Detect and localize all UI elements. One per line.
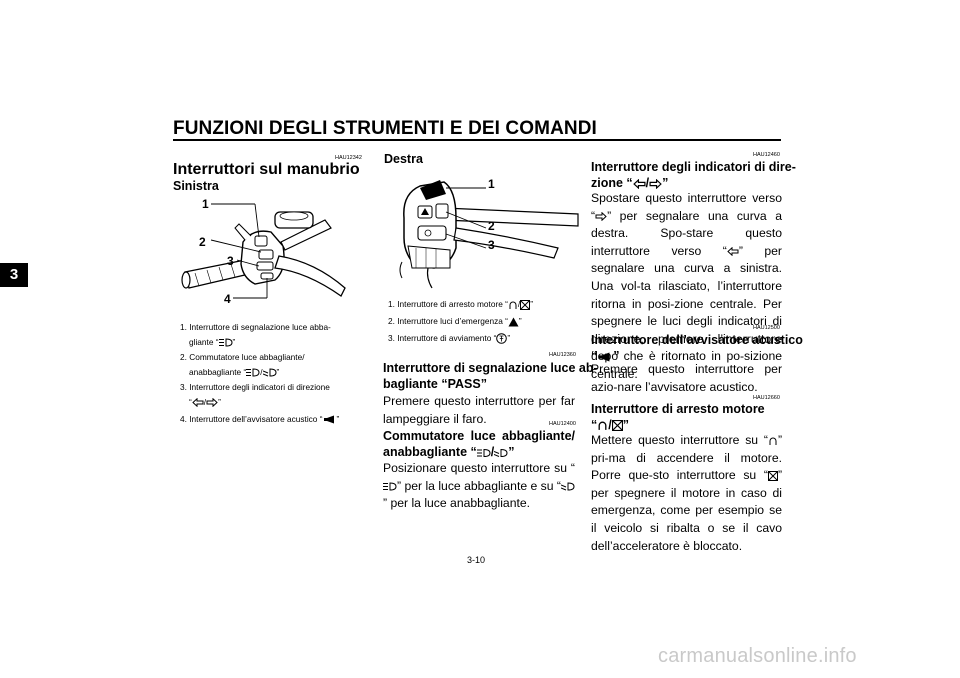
engine-stop-icon (520, 299, 531, 310)
callout-2: 2 (488, 219, 495, 233)
turn-left-arrow-icon (192, 398, 204, 408)
caption-1: 1. Interruttore di arresto motore “/” (388, 299, 533, 310)
callout-1: 1 (202, 197, 209, 211)
engine-stop-icon (611, 420, 623, 432)
caption-4: 4. Interruttore dell’avvisatore acustico… (180, 414, 340, 424)
callout-3: 3 (227, 254, 234, 268)
page-number: 3-10 (467, 555, 486, 565)
section-body: Premere questo interruttore per azio-nar… (591, 362, 782, 394)
section-body: Posizionare questo interruttore su “” pe… (383, 461, 575, 511)
high-beam-icon (218, 338, 233, 347)
section-code: HAU12342 (335, 155, 362, 161)
engine-run-icon (769, 437, 777, 445)
horn-icon (323, 415, 334, 424)
section-code: HAU12500 (753, 325, 780, 331)
section-body: Spostare questo interruttore verso “” pe… (591, 191, 782, 381)
callout-2: 2 (199, 235, 206, 249)
section-code: HAU12360 (549, 352, 576, 358)
right-subtitle: Destra (384, 152, 423, 166)
right-captions: 1. Interruttore di arresto motore “/” 2.… (388, 296, 568, 347)
caption-2: 2. Interruttore luci d’emergenza “” (388, 316, 522, 327)
engine-stop-icon (767, 470, 778, 481)
section-code: HAU12460 (753, 152, 780, 158)
section-body: Premere questo interruttore per far lamp… (383, 394, 575, 426)
caption-3: 3. Interruttore degli indicatori di dire… (180, 382, 330, 408)
high-beam-icon (383, 482, 397, 491)
low-beam-icon (262, 368, 277, 377)
right-handlebar-illustration (399, 180, 579, 289)
turn-right-arrow-icon (595, 211, 607, 221)
section-code: HAU12660 (753, 395, 780, 401)
watermark: carmanualsonline.info (658, 645, 857, 667)
left-subtitle: Sinistra (173, 179, 219, 193)
section-heading: Interruttore di segnalazione luce ab- ba… (383, 361, 598, 391)
header-rule (173, 139, 781, 141)
low-beam-icon (494, 448, 508, 457)
callout-1: 1 (488, 177, 495, 191)
section-body: Mettere questo interruttore su “” pri-ma… (591, 433, 782, 553)
caption-2: 2. Commutatore luce abbagliante/ anabbag… (180, 352, 305, 377)
engine-run-icon (598, 421, 607, 431)
hazard-triangle-icon (508, 317, 519, 327)
section-heading: Interruttore degli indicatori di dire- z… (591, 160, 796, 190)
caption-1: 1. Interruttore di segnalazione luce abb… (180, 322, 331, 347)
turn-right-arrow-icon (206, 398, 218, 408)
engine-run-icon (509, 301, 517, 309)
turn-right-arrow-icon (649, 178, 662, 189)
turn-left-arrow-icon (727, 247, 739, 257)
high-beam-icon (246, 368, 260, 377)
section-heading: Interruttore dell’avvisatore acustico “” (591, 333, 803, 363)
section-heading: Commutatore luce abbagliante/ anabbaglia… (383, 429, 575, 459)
left-handlebar-illustration (181, 203, 346, 299)
page-header-title: FUNZIONI DEGLI STRUMENTI E DEI COMANDI (173, 118, 597, 139)
horn-icon (598, 352, 610, 362)
start-icon (496, 333, 508, 345)
chapter-tab: 3 (0, 263, 28, 287)
section-code: HAU12400 (549, 421, 576, 427)
callout-3: 3 (488, 238, 495, 252)
section-heading: Interruttore di arresto motore “/” (591, 402, 765, 432)
caption-3: 3. Interruttore di avviamento “” (388, 333, 511, 345)
low-beam-icon (561, 482, 575, 491)
section-title: Interruttori sul manubrio (173, 161, 360, 178)
high-beam-icon (476, 448, 491, 457)
callout-4: 4 (224, 292, 231, 306)
turn-left-arrow-icon (632, 178, 646, 189)
left-captions: 1. Interruttore di segnalazione luce abb… (180, 320, 360, 427)
